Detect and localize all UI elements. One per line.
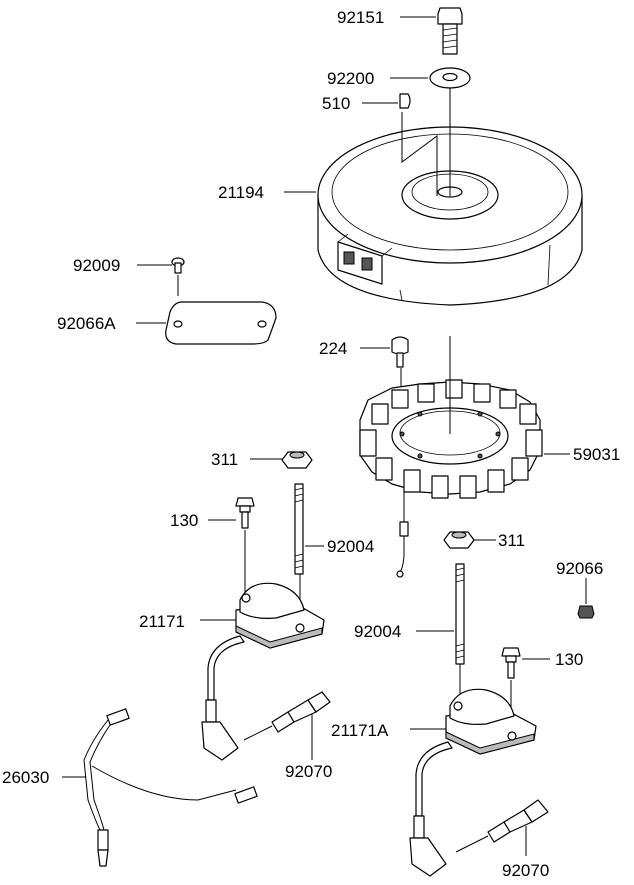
ignition-coil-21171A	[409, 688, 537, 877]
label-26030: 26030	[2, 768, 49, 787]
screw-130-right	[501, 647, 521, 679]
stud-92004-right	[455, 563, 465, 665]
stator-terminal	[396, 570, 404, 578]
label-92200: 92200	[327, 69, 374, 88]
wire-harness-26030	[83, 708, 258, 867]
nut-92066	[577, 605, 595, 619]
screw-130-left	[235, 497, 255, 529]
key-alignment-line	[401, 112, 438, 196]
label-92066A: 92066A	[57, 314, 116, 333]
label-311-upper: 311	[211, 450, 238, 469]
spark-plug-92070-left	[271, 691, 331, 733]
label-311-lower: 311	[498, 531, 525, 550]
nut-311-lower	[443, 531, 475, 549]
label-59031: 59031	[573, 445, 620, 464]
label-92004-right: 92004	[354, 622, 401, 641]
label-21171: 21171	[139, 612, 185, 631]
key-510	[399, 93, 411, 109]
label-130-left: 130	[170, 511, 198, 530]
nut-311-upper	[281, 451, 313, 469]
cover-plate-92066A	[165, 301, 277, 345]
stator-59031	[359, 379, 543, 499]
label-92151: 92151	[337, 8, 384, 27]
label-92004-left: 92004	[327, 537, 374, 556]
screw-92009	[171, 257, 185, 274]
label-510: 510	[322, 94, 350, 113]
screw-224	[391, 336, 409, 368]
washer-92200	[429, 67, 471, 89]
label-21171A: 21171A	[331, 721, 389, 740]
bolt-92151	[437, 7, 463, 55]
stud-92004-left	[294, 483, 304, 575]
spark-plug-92070-right	[487, 799, 549, 843]
axis-plug-right	[455, 835, 489, 853]
label-92066: 92066	[556, 559, 603, 578]
label-92070-left: 92070	[285, 762, 332, 781]
label-92070-right: 92070	[502, 861, 549, 880]
ignition-coil-21171	[201, 582, 325, 761]
label-130-right: 130	[555, 650, 583, 669]
flywheel-21194	[317, 126, 583, 306]
stator-wire-end	[399, 536, 405, 573]
stator-connector	[399, 521, 409, 537]
label-21194: 21194	[218, 183, 264, 202]
label-224: 224	[319, 339, 347, 358]
label-92009: 92009	[73, 256, 120, 275]
axis-plug-left	[243, 725, 273, 741]
